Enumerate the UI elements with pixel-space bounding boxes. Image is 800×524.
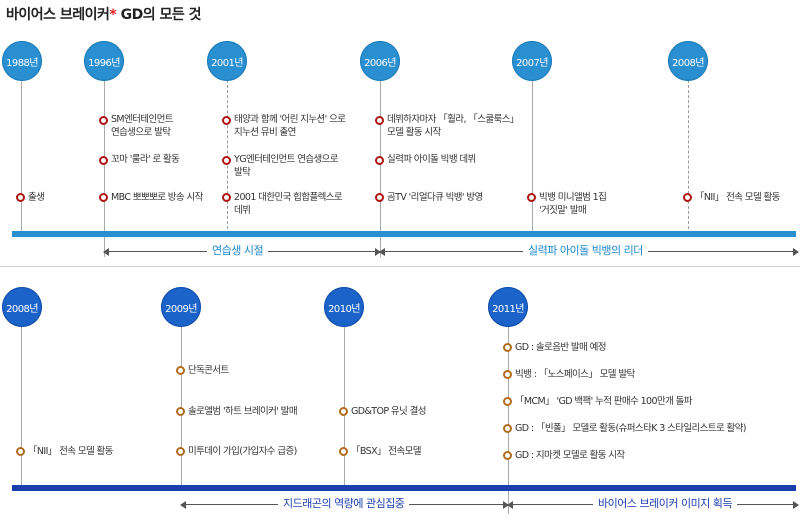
- year-node-2009: 2009년: [161, 287, 201, 327]
- event-2010-gdtop: GD&TOP 유닛 결성: [351, 406, 427, 417]
- guide-line-2007: [532, 80, 533, 234]
- period-label-image: 바이어스 브레이커 이미지 획득: [593, 497, 738, 511]
- event-2010-bsx: 「BSX」 전속모델: [351, 446, 421, 457]
- event-marker: [683, 193, 692, 202]
- event-2007-album: 빅뱅 미니앨범 1집'거짓말' 발매: [539, 192, 607, 216]
- guide-line-2008-bottom: [21, 326, 22, 488]
- event-marker: [222, 156, 231, 165]
- guide-line-1988: [21, 80, 22, 234]
- event-marker: [339, 407, 348, 416]
- year-node-2011: 2011년: [488, 287, 528, 327]
- year-node-1996: 1996년: [84, 41, 124, 81]
- period-span-trainee: 연습생 시절: [103, 244, 381, 258]
- event-marker: [16, 193, 25, 202]
- event-2011-solo-plan: GD : 솔로음반 발매 예정: [515, 342, 606, 353]
- event-marker: [176, 407, 185, 416]
- period-label-trainee: 연습생 시절: [207, 244, 269, 258]
- event-2011-northface: 빅뱅 : 「노스페이스」 모델 발탁: [515, 369, 635, 380]
- event-2011-mcm: 「MCM」 'GD 백팩' 누적 판매수 100만개 돌파: [515, 396, 693, 407]
- event-2009-concert: 단독콘서트: [188, 365, 229, 376]
- event-marker: [176, 447, 185, 456]
- event-marker: [99, 116, 108, 125]
- event-2009-solo-album: 솔로앨범 '하트 브레이커' 발매: [188, 406, 298, 417]
- period-span-leader: 실력파 아이돌 빅뱅의 리더: [379, 244, 799, 258]
- year-node-2007: 2007년: [512, 41, 552, 81]
- event-marker: [16, 447, 25, 456]
- year-node-2008-bottom: 2008년: [2, 287, 42, 327]
- event-marker: [99, 156, 108, 165]
- event-2008-nii-top: 「NII」 전속 모델 활동: [695, 192, 780, 203]
- year-node-2001: 2001년: [207, 41, 247, 81]
- guide-line-1996: [104, 80, 105, 257]
- event-2006-gomtv: 곰TV '리얼다큐 빅뱅' 방영: [387, 192, 483, 203]
- year-node-2006: 2006년: [360, 41, 400, 81]
- event-marker: [375, 116, 384, 125]
- event-marker: [375, 193, 384, 202]
- guide-line-2011: [508, 326, 509, 514]
- period-label-leader: 실력파 아이돌 빅뱅의 리더: [523, 244, 648, 258]
- event-marker: [503, 424, 512, 433]
- year-node-2008-top: 2008년: [668, 41, 708, 81]
- event-2008-nii-bottom: 「NII」 전속 모델 활동: [28, 446, 113, 457]
- event-marker: [503, 370, 512, 379]
- guide-line-2008-top: [688, 80, 689, 234]
- event-2011-beanpole: GD : 「빈폴」 모델로 활동(슈퍼스타K 3 스타일리스트로 활약): [515, 423, 747, 434]
- event-marker: [222, 193, 231, 202]
- event-marker: [99, 193, 108, 202]
- event-1996-mbc: MBC 뽀뽀뽀로 방송 시작: [111, 192, 203, 203]
- page-title: 바이어스 브레이커* GD의 모든 것: [6, 7, 202, 23]
- event-marker: [176, 366, 185, 375]
- event-marker: [339, 447, 348, 456]
- event-marker: [527, 193, 536, 202]
- timeline-bar-bottom: [12, 482, 800, 494]
- event-1996-lula: 꼬마 '룰라' 로 활동: [111, 154, 180, 165]
- event-2006-model: 데뷔하자마자 「훨라, 「스쿨룩스」모델 활동 시작: [387, 114, 519, 138]
- section-divider: [0, 266, 800, 267]
- period-span-image: 바이어스 브레이커 이미지 획득: [507, 497, 799, 511]
- period-label-attention: 지드래곤의 역량에 관심집중: [278, 497, 410, 511]
- title-asterisk: *: [109, 7, 117, 23]
- event-1988-birth: 출생: [28, 192, 45, 203]
- timeline-bar-top: [12, 228, 800, 240]
- event-marker: [503, 343, 512, 352]
- period-span-attention: 지드래곤의 역량에 관심집중: [180, 497, 509, 511]
- event-marker: [503, 397, 512, 406]
- guide-line-2006: [380, 80, 381, 257]
- event-2009-me2day: 미투데이 가입(가입자수 급증): [188, 446, 297, 457]
- event-marker: [222, 116, 231, 125]
- event-2006-debut: 실력파 아이돌 빅뱅 데뷔: [387, 154, 476, 165]
- year-node-2010: 2010년: [324, 287, 364, 327]
- year-node-1988: 1988년: [2, 41, 42, 81]
- event-2011-gmarket: GD : 지마켓 모델로 활동 시작: [515, 450, 625, 461]
- event-marker: [375, 156, 384, 165]
- event-marker: [503, 451, 512, 460]
